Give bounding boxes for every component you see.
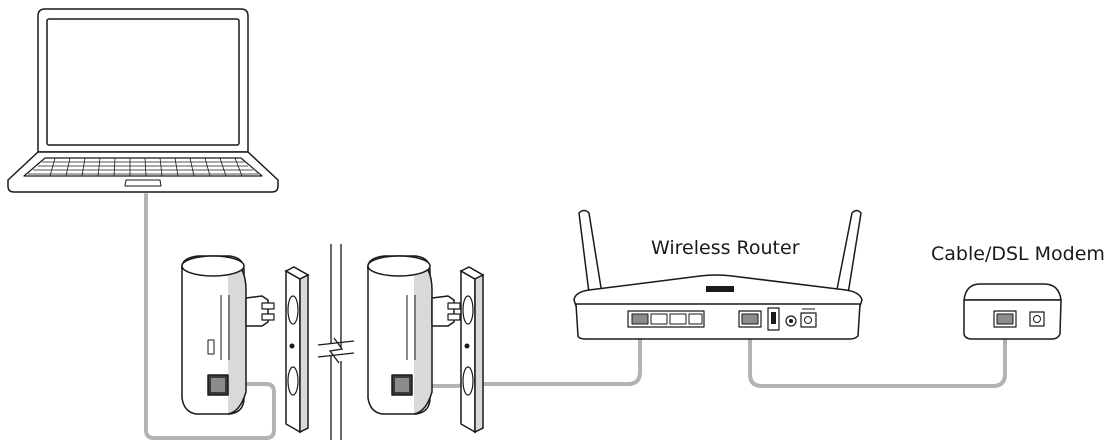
adapter-left-side [227,257,247,415]
powerline-adapter-right [367,255,461,415]
powerline-adapter-left [181,255,275,415]
adapter-right-prongs [431,295,455,327]
wireless-router [573,209,863,340]
modem-top [963,283,1062,301]
adapter-right-side [413,257,433,415]
wall-outlet-right [459,266,485,434]
cable-adapter-to-router [406,326,642,388]
adapter-left-prongs [245,295,269,327]
wall-break [317,244,355,440]
cable-router-to-modem [748,326,1007,388]
cable-dsl-modem [963,283,1062,340]
keyboard-area [23,157,263,177]
cable-dsl-modem-label: Cable/DSL Modem [931,243,1105,265]
router-front [575,303,861,340]
ethernet-cables [144,193,1007,440]
laptop-screen [46,18,240,146]
laptop [7,8,279,193]
adapter-left-top [181,255,245,277]
wall-outlet-left [284,266,310,434]
router-lan-ports [627,310,705,328]
touchpad [124,179,162,187]
wireless-router-label: Wireless Router [651,237,800,259]
cable-laptop-to-adapter [144,193,276,440]
keyboard-keys [28,157,258,177]
adapter-left-button [207,339,215,355]
adapter-right-top [367,255,431,277]
